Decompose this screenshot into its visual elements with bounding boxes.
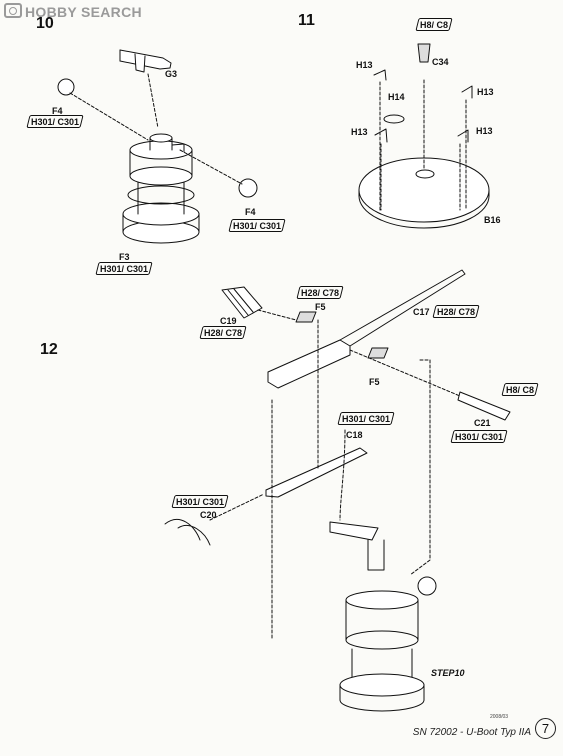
page-number: 7: [535, 718, 556, 739]
step12-gun: [164, 269, 511, 712]
part-label-h14: H14: [388, 92, 405, 102]
part-label-f5-2: F5: [369, 377, 380, 387]
paint-code-f5: H28/ C78: [301, 288, 340, 299]
watermark: HOBBY SEARCH: [4, 3, 142, 20]
kit-title: SN 72002 - U-Boot Typ IIA: [412, 727, 531, 738]
part-label-c34: C34: [432, 57, 449, 67]
part-label-f4: F4: [52, 106, 63, 116]
part-label-b16: B16: [484, 215, 501, 225]
paint-code-c21: H8/ C8: [506, 385, 535, 396]
paint-code-c19: H28/ C78: [204, 328, 243, 339]
part-label-h13-a: H13: [356, 60, 373, 70]
part-label-f4-2: F4: [245, 207, 256, 217]
part-label-g3: G3: [165, 69, 178, 79]
paint-code-c34: H8/ C8: [420, 20, 449, 31]
part-label-h13-d: H13: [476, 126, 493, 136]
paint-code-c21-2: H301/ C301: [455, 432, 504, 443]
camera-icon: [4, 3, 22, 18]
paint-code-c18: H301/ C301: [342, 414, 391, 425]
part-label-c17: C17: [413, 307, 430, 317]
part-label-c18: C18: [346, 430, 363, 440]
part-label-h13-b: H13: [477, 87, 494, 97]
part-label-c20: C20: [200, 510, 217, 520]
paint-code-c17: H28/ C78: [437, 307, 476, 318]
part-label-f5: F5: [315, 302, 326, 312]
part-label-h13-c: H13: [351, 127, 368, 137]
part-label-c21: C21: [474, 418, 491, 428]
step-reference-step10: STEP10: [431, 668, 465, 678]
step-number-11: 11: [298, 12, 315, 29]
paint-code-f3: H301/ C301: [100, 264, 149, 275]
print-date: 2008/03: [490, 714, 509, 720]
step-number-10: 10: [36, 15, 54, 32]
paint-code-c20: H301/ C301: [176, 497, 225, 508]
step11-base: [358, 43, 490, 229]
part-label-c19: C19: [220, 316, 237, 326]
paint-code-f4-2: H301/ C301: [233, 221, 282, 232]
step-number-12: 12: [40, 341, 58, 358]
part-label-f3: F3: [119, 252, 130, 262]
paint-code-f4: H301/ C301: [31, 117, 80, 128]
step10-pedestal: [57, 49, 258, 244]
